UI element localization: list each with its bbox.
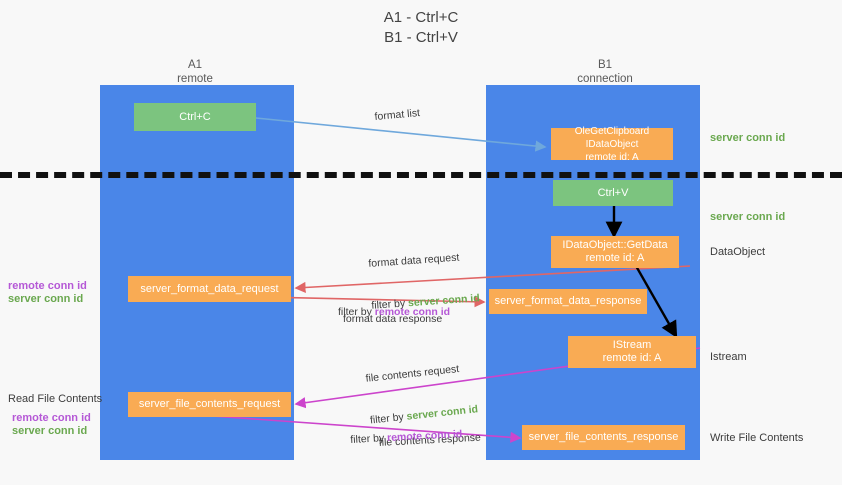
edge-label-format-data-response-filter: filter by remote conn id xyxy=(338,306,451,318)
connector-format-data-request xyxy=(294,265,691,294)
right-label-server-conn-id-mid: server conn id xyxy=(710,211,786,223)
edge-label-format-data-request-text: format data request xyxy=(368,251,460,270)
column-header-a1: A1 remote xyxy=(177,59,213,85)
box-server-file-contents-response[interactable]: server_file_contents_response xyxy=(522,425,685,450)
left-label-server-conn-id-upper: server conn id xyxy=(8,293,84,305)
box-ole-get-clipboard[interactable]: OleGetClipboard IDataObject remote id: A xyxy=(551,126,673,163)
box-idataobject-getdata[interactable]: IDataObject::GetData remote id: A xyxy=(551,236,679,268)
filter-value-remote-conn-id: remote conn id xyxy=(374,306,451,318)
left-label-remote-conn-id-upper: remote conn id xyxy=(8,280,87,292)
filter-value-remote-conn-id-2: remote conn id xyxy=(386,428,463,445)
edge-label-format-data-response: format data response xyxy=(343,284,442,354)
connector-format-list xyxy=(255,117,547,152)
right-label-server-conn-id-top: server conn id xyxy=(710,132,786,144)
right-label-istream: Istream xyxy=(710,351,747,363)
phase-divider xyxy=(0,172,842,178)
box-server-format-data-request[interactable]: server_format_data_request xyxy=(128,276,291,302)
left-label-remote-conn-id-lower: remote conn id xyxy=(12,412,91,424)
box-istream[interactable]: IStream remote id: A xyxy=(568,336,696,368)
box-server-format-data-response[interactable]: server_format_data_response xyxy=(489,289,647,314)
box-ctrl-v[interactable]: Ctrl+V xyxy=(553,180,673,206)
column-header-b1: B1 connection xyxy=(577,59,633,85)
right-label-write-file-contents: Write File Contents xyxy=(710,432,804,444)
box-ctrl-c[interactable]: Ctrl+C xyxy=(134,103,256,131)
right-label-data-object: DataObject xyxy=(710,246,766,258)
edge-label-format-data-response-text: format data response xyxy=(343,313,443,325)
edge-label-file-contents-request-text: file contents request xyxy=(365,363,460,385)
connector-getdata-to-istream xyxy=(634,265,678,339)
left-label-server-conn-id-lower: server conn id xyxy=(12,425,88,437)
left-label-read-file-contents: Read File Contents xyxy=(8,393,103,405)
edge-label-file-contents-response-filter: filter by remote conn id xyxy=(350,428,463,446)
box-server-file-contents-request[interactable]: server_file_contents_request xyxy=(128,392,291,417)
diagram-title: A1 - Ctrl+C B1 - Ctrl+V xyxy=(383,9,459,46)
